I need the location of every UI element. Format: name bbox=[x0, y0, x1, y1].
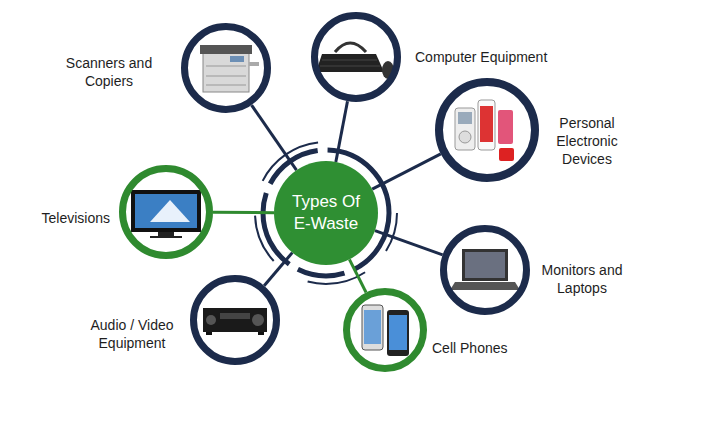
circle-outline bbox=[311, 12, 401, 102]
circle-outline bbox=[343, 288, 427, 372]
receiver-icon bbox=[203, 308, 267, 335]
ring bbox=[315, 16, 398, 99]
label-holder: Personal Electronic Devices bbox=[546, 114, 628, 169]
label-holder: Cell Phones bbox=[432, 339, 542, 357]
connector-line bbox=[349, 259, 366, 292]
laptop-icon bbox=[450, 249, 520, 290]
category-label: Monitors and Laptops bbox=[534, 261, 630, 297]
hub-fill bbox=[274, 161, 378, 265]
category-label: Scanners and Copiers bbox=[54, 54, 164, 90]
category-circle: Computer Equipment bbox=[311, 12, 401, 102]
circle-outline bbox=[274, 161, 378, 265]
category-circle: Monitors and Laptops bbox=[440, 225, 530, 315]
category-circle: Cell Phones bbox=[343, 288, 427, 372]
ring bbox=[185, 27, 268, 110]
hub-title: Types Of E-Waste bbox=[286, 191, 366, 235]
category-circle: Scanners and Copiers bbox=[181, 23, 271, 113]
category-label: Computer Equipment bbox=[415, 48, 575, 66]
label-holder: Televisions bbox=[14, 209, 110, 227]
label-holder: Scanners and Copiers bbox=[54, 54, 164, 90]
connector-line bbox=[264, 253, 292, 286]
ring bbox=[444, 229, 527, 312]
category-circle: Televisions bbox=[119, 165, 213, 259]
phones-icon bbox=[362, 305, 409, 356]
media-players-icon bbox=[455, 100, 514, 161]
circle-outline bbox=[435, 78, 539, 182]
category-label: Cell Phones bbox=[432, 339, 542, 357]
circle-outline bbox=[119, 165, 213, 259]
label-holder: Monitors and Laptops bbox=[534, 261, 630, 297]
category-circle: Audio / Video Equipment bbox=[190, 275, 280, 365]
copier-icon bbox=[200, 45, 259, 92]
label-holder: Computer Equipment bbox=[415, 48, 575, 66]
circle-outline bbox=[440, 225, 530, 315]
connector-line bbox=[252, 105, 297, 170]
circle-outline bbox=[181, 23, 271, 113]
category-label: Audio / Video Equipment bbox=[80, 316, 184, 352]
connector-line bbox=[213, 211, 274, 214]
keyboard-icon bbox=[316, 43, 394, 79]
ring bbox=[194, 279, 277, 362]
circle-outline bbox=[190, 275, 280, 365]
category-circle: Personal Electronic Devices bbox=[435, 78, 539, 182]
ring bbox=[347, 292, 424, 369]
hub-outer-ring bbox=[255, 142, 397, 284]
category-label: Personal Electronic Devices bbox=[546, 114, 628, 169]
ring bbox=[123, 169, 210, 256]
category-label: Televisions bbox=[14, 209, 110, 227]
label-holder: Audio / Video Equipment bbox=[80, 316, 184, 352]
hub-circle: Types Of E-Waste bbox=[274, 161, 378, 265]
connector-line bbox=[372, 154, 441, 189]
connector-line bbox=[336, 101, 348, 162]
ring bbox=[439, 82, 535, 178]
hub-ring bbox=[263, 150, 389, 276]
connector-line bbox=[375, 231, 443, 255]
television-icon bbox=[131, 190, 201, 238]
